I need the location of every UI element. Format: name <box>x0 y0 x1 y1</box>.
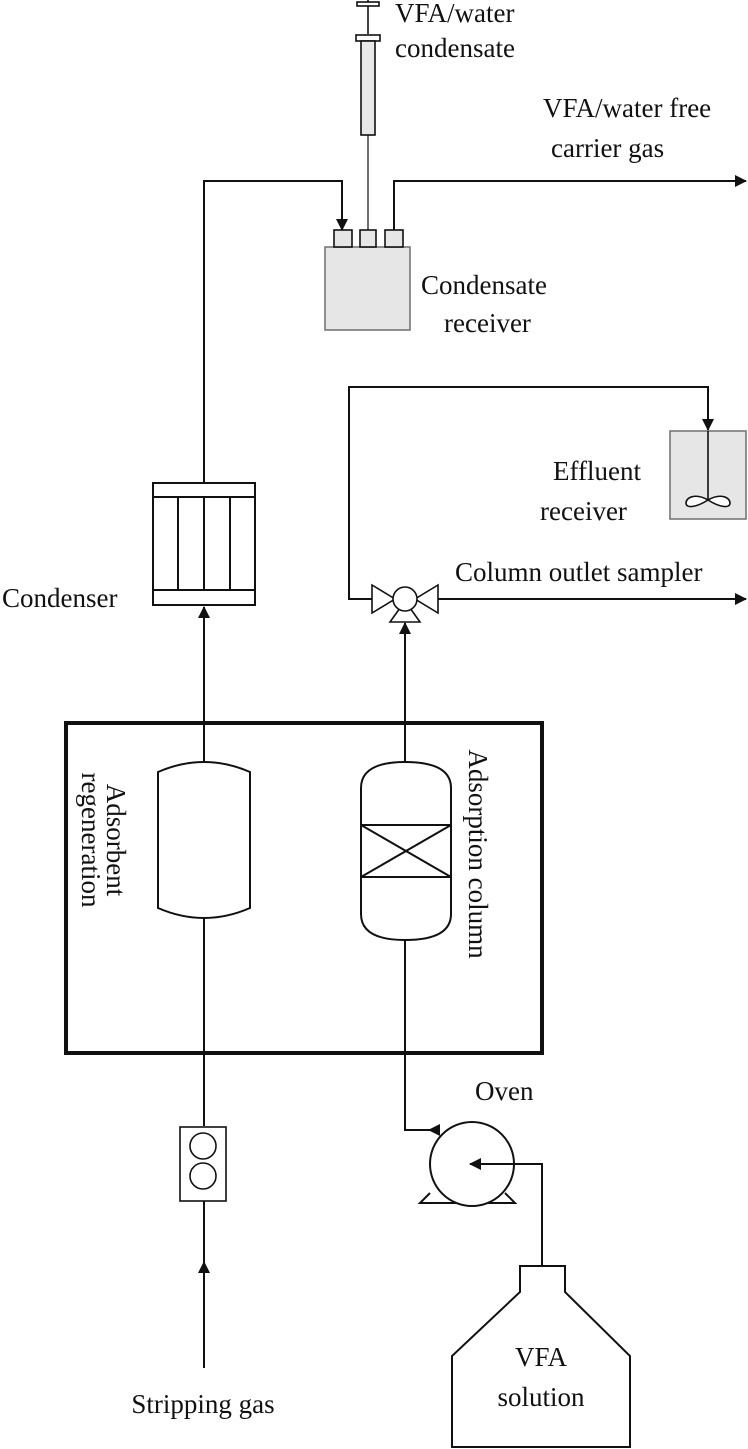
stirred-tank-icon <box>669 430 747 520</box>
label-condenser: Condenser <box>2 583 117 613</box>
three-way-valve-icon <box>371 583 439 623</box>
pump-to-column-line <box>404 940 438 1131</box>
label-carrier-gas-line2: carrier gas <box>551 133 664 163</box>
label-stripping-gas: Stripping gas <box>131 1389 274 1419</box>
label-condensate-receiver-line2: receiver <box>444 308 531 338</box>
label-syringe-line2: condensate <box>395 33 515 63</box>
label-column-outlet-sampler: Column outlet sampler <box>455 557 702 587</box>
syringe-icon <box>355 0 381 230</box>
oven-box <box>64 721 544 1055</box>
label-regeneration-line1: Adsorbent <box>101 784 131 897</box>
label-regeneration-line2: regeneration <box>76 773 106 908</box>
carrier-gas-line <box>393 175 747 230</box>
flow-arrow-icon <box>428 1124 440 1136</box>
condenser-icon <box>152 482 256 606</box>
adsorption-column <box>360 722 452 942</box>
label-effluent-line2: receiver <box>540 496 627 526</box>
label-vfa-solution-line2: solution <box>497 1382 585 1412</box>
label-effluent-line1: Effluent <box>553 456 641 486</box>
label-syringe-line1: VFA/water <box>395 0 514 28</box>
reservoir-bottle-icon <box>451 1265 631 1448</box>
reservoir-to-pump-line <box>469 1158 543 1291</box>
valve-to-effluent-line <box>348 386 714 600</box>
regeneration-vessel <box>157 722 251 1126</box>
flow-meter-icon <box>179 1126 227 1202</box>
condenser-to-receiver-line <box>203 180 348 483</box>
label-oven: Oven <box>475 1076 534 1106</box>
label-condensate-receiver-line1: Condensate <box>421 270 547 300</box>
label-carrier-gas-line1: VFA/water free <box>543 93 711 123</box>
label-adsorption-column: Adsorption column <box>463 749 493 959</box>
label-vfa-solution-line1: VFA <box>515 1342 568 1372</box>
condensate-receiver-icon <box>324 229 411 331</box>
